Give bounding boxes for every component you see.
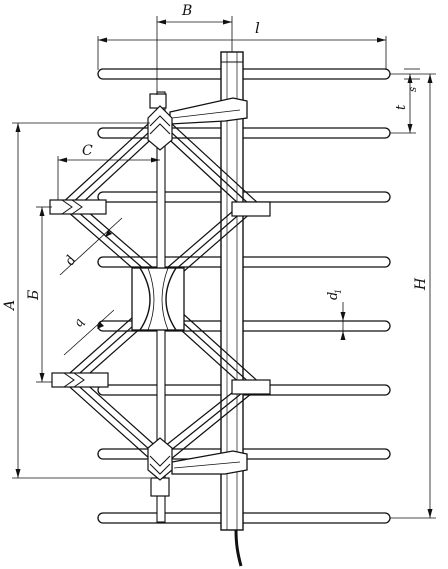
label-H: H — [413, 277, 429, 291]
label-l: l — [255, 19, 260, 37]
label-C: C — [82, 143, 93, 159]
label-q: q — [70, 316, 86, 330]
label-d: d — [62, 253, 79, 268]
feed-insulator — [131, 267, 185, 331]
label-A: A — [2, 300, 18, 312]
label-Б: Б — [26, 290, 42, 301]
reflector-rod — [97, 68, 391, 80]
label-d1: d — [326, 292, 341, 300]
corner-clamps — [49, 105, 271, 481]
reflector-rod — [97, 512, 391, 524]
label-d1-subscript: 1 — [334, 289, 343, 294]
label-s: s — [408, 87, 419, 92]
mast — [220, 51, 244, 567]
label-B: B — [181, 3, 192, 19]
reflector-rod — [97, 191, 391, 203]
mast-brackets — [169, 97, 248, 475]
label-t: t — [394, 104, 409, 110]
dimension-labels: B l s t C A Б d q d 1 H — [2, 3, 429, 330]
dimension-lines — [12, 16, 436, 519]
